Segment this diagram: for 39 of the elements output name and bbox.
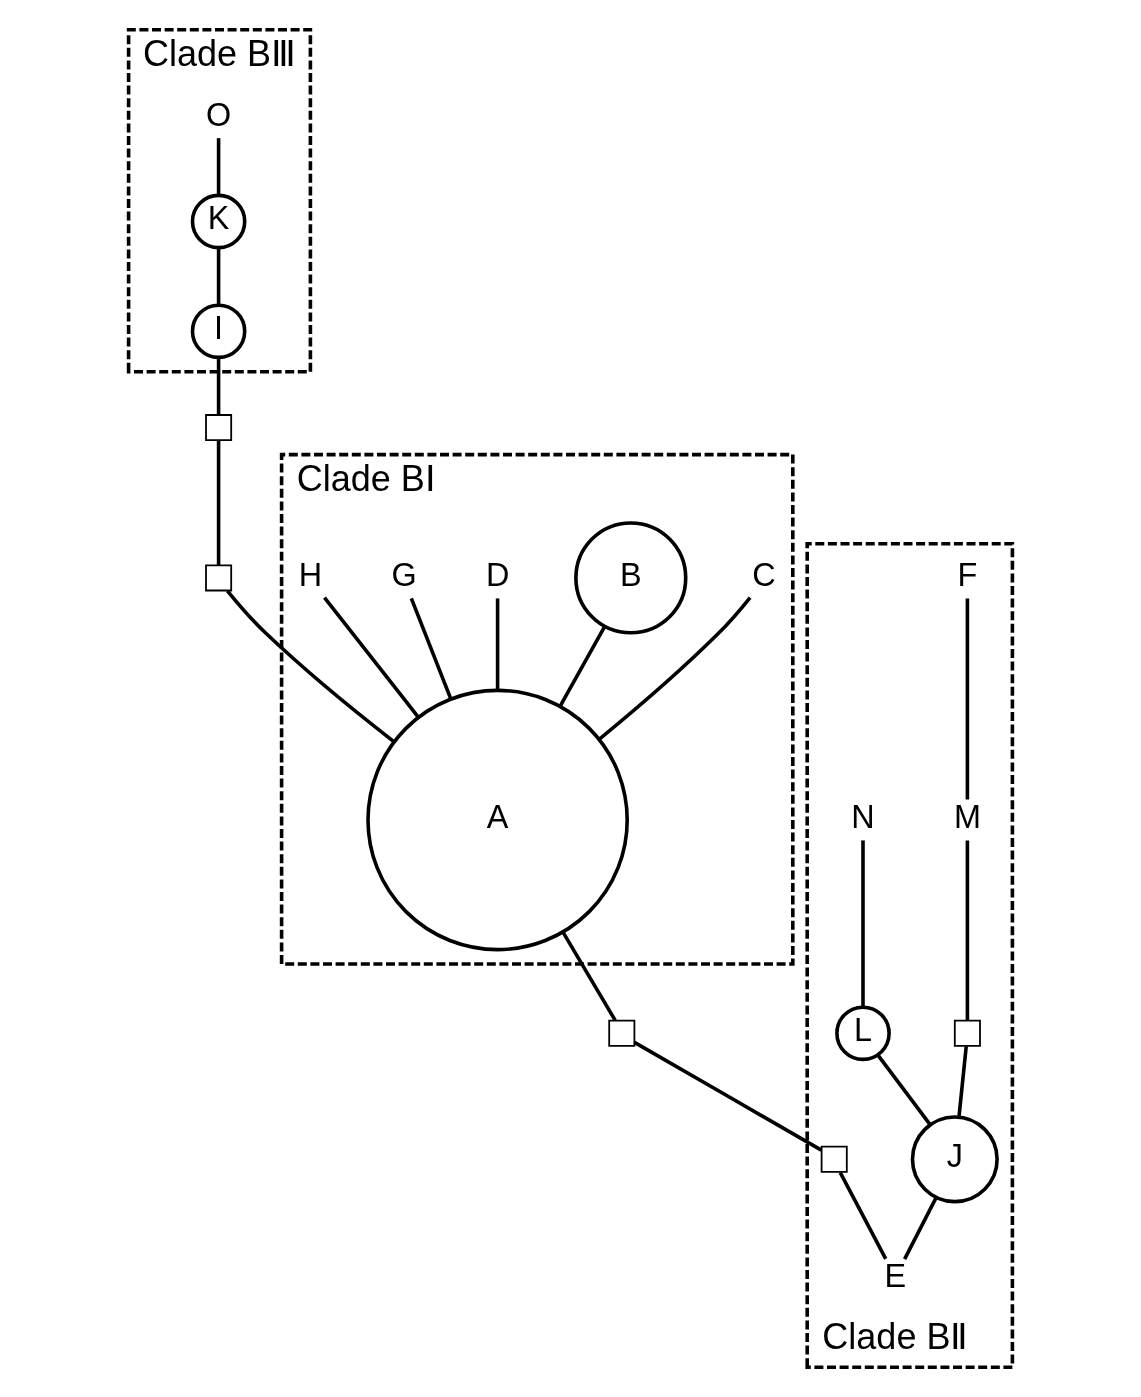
connector (561, 931, 617, 1022)
connector (965, 840, 970, 1021)
connector (861, 840, 865, 1007)
node-box (205, 564, 233, 592)
connector (216, 357, 221, 415)
connector (216, 247, 221, 305)
connector (409, 597, 453, 700)
connector (558, 625, 607, 707)
node-circle: B (574, 521, 688, 635)
node-circle: J (910, 1115, 999, 1204)
connector (216, 440, 221, 565)
node-text: M (953, 798, 981, 835)
connector (957, 1046, 969, 1117)
connector (226, 589, 395, 743)
node-text: D (485, 556, 510, 593)
node-box (608, 1019, 636, 1047)
node-box (205, 414, 233, 442)
connector (633, 1040, 823, 1152)
node-text: N (851, 798, 875, 835)
node-box (953, 1019, 981, 1047)
node-text: O (206, 96, 232, 133)
connector (965, 598, 970, 800)
node-box (820, 1145, 848, 1173)
node-text: G (391, 556, 417, 593)
connector (903, 1197, 938, 1260)
connector (598, 596, 752, 741)
connector (323, 596, 420, 719)
connector (876, 1054, 932, 1126)
connector (838, 1171, 888, 1260)
node-text: F (957, 556, 978, 593)
connector (495, 598, 500, 691)
node-circle: K (190, 193, 247, 250)
node-circle: A (366, 688, 629, 952)
connector (216, 138, 221, 196)
node-text: H (298, 556, 323, 593)
node-circle: L (835, 1005, 891, 1062)
node-circle: I (190, 303, 247, 360)
node-text: C (752, 556, 776, 593)
node-text: E (884, 1257, 907, 1294)
